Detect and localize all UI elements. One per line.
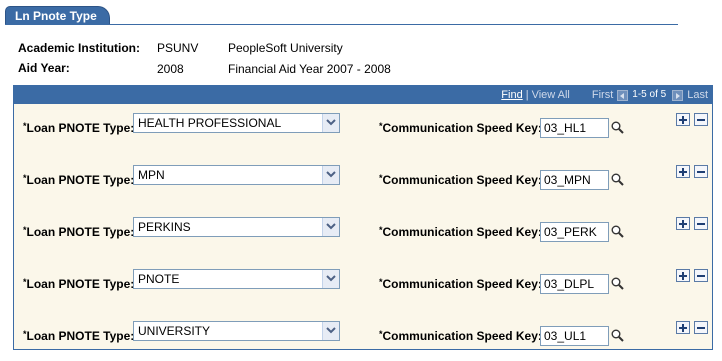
communication-speed-key-label: *Communication Speed Key: bbox=[379, 225, 542, 239]
add-row-button[interactable] bbox=[676, 113, 690, 126]
grid-row: *Loan PNOTE Type: MPN *Communication Spe… bbox=[14, 165, 712, 191]
aid-year-name: Financial Aid Year 2007 - 2008 bbox=[228, 62, 391, 76]
aid-year-label: Aid Year: bbox=[18, 61, 70, 75]
nav-separator: | bbox=[525, 89, 529, 101]
delete-row-button[interactable] bbox=[694, 217, 708, 230]
add-row-button[interactable] bbox=[676, 217, 690, 230]
delete-row-button[interactable] bbox=[694, 269, 708, 282]
loan-pnote-type-label: *Loan PNOTE Type: bbox=[23, 225, 135, 239]
loan-pnote-type-label: *Loan PNOTE Type: bbox=[23, 173, 135, 187]
grid-navigation: Find | View All First 1-5 of 5 Last bbox=[501, 86, 708, 104]
first-label: First bbox=[591, 89, 614, 101]
next-arrow-icon[interactable] bbox=[672, 89, 684, 101]
grid-row: *Loan PNOTE Type: HEALTH PROFESSIONAL *C… bbox=[14, 113, 712, 139]
delete-row-button[interactable] bbox=[694, 165, 708, 178]
loan-pnote-type-label: *Loan PNOTE Type: bbox=[23, 121, 135, 135]
loan-pnote-type-select[interactable]: UNIVERSITY bbox=[133, 321, 340, 341]
aid-year-code: 2008 bbox=[157, 62, 184, 76]
delete-row-button[interactable] bbox=[694, 113, 708, 126]
communication-speed-key-input[interactable]: 03_HL1 bbox=[540, 118, 609, 138]
grid-header: Find | View All First 1-5 of 5 Last bbox=[14, 86, 712, 104]
communication-speed-key-label: *Communication Speed Key: bbox=[379, 329, 542, 343]
tab-underline bbox=[5, 24, 678, 25]
find-link[interactable]: Find bbox=[501, 89, 523, 101]
pnote-type-grid: Find | View All First 1-5 of 5 Last *Loa… bbox=[13, 85, 713, 350]
loan-pnote-type-select[interactable]: MPN bbox=[133, 165, 340, 185]
grid-row: *Loan PNOTE Type: PERKINS *Communication… bbox=[14, 217, 712, 243]
loan-pnote-type-select[interactable]: PERKINS bbox=[133, 217, 340, 237]
academic-institution-code: PSUNV bbox=[157, 41, 199, 55]
communication-speed-key-label: *Communication Speed Key: bbox=[379, 121, 542, 135]
add-row-button[interactable] bbox=[676, 321, 690, 334]
academic-institution-name: PeopleSoft University bbox=[228, 41, 343, 55]
row-count: 1-5 of 5 bbox=[632, 89, 667, 100]
chevron-down-icon[interactable] bbox=[322, 218, 339, 236]
lookup-icon[interactable] bbox=[611, 225, 624, 243]
loan-pnote-type-select[interactable]: PNOTE bbox=[133, 269, 340, 289]
academic-institution-label: Academic Institution: bbox=[18, 41, 141, 55]
chevron-down-icon[interactable] bbox=[322, 166, 339, 184]
lookup-icon[interactable] bbox=[611, 121, 624, 139]
loan-pnote-type-select[interactable]: HEALTH PROFESSIONAL bbox=[133, 113, 340, 133]
grid-row: *Loan PNOTE Type: PNOTE *Communication S… bbox=[14, 269, 712, 295]
grid-row: *Loan PNOTE Type: UNIVERSITY *Communicat… bbox=[14, 321, 712, 347]
add-row-button[interactable] bbox=[676, 269, 690, 282]
chevron-down-icon[interactable] bbox=[322, 114, 339, 132]
lookup-icon[interactable] bbox=[611, 329, 624, 347]
delete-row-button[interactable] bbox=[694, 321, 708, 334]
chevron-down-icon[interactable] bbox=[322, 270, 339, 288]
last-label: Last bbox=[687, 89, 708, 101]
communication-speed-key-label: *Communication Speed Key: bbox=[379, 277, 542, 291]
tab-ln-pnote-type[interactable]: Ln Pnote Type bbox=[5, 6, 110, 25]
lookup-icon[interactable] bbox=[611, 173, 624, 191]
view-all-link[interactable]: View All bbox=[531, 89, 570, 101]
communication-speed-key-input[interactable]: 03_UL1 bbox=[540, 326, 609, 346]
communication-speed-key-label: *Communication Speed Key: bbox=[379, 173, 542, 187]
lookup-icon[interactable] bbox=[611, 277, 624, 295]
communication-speed-key-input[interactable]: 03_MPN bbox=[540, 170, 609, 190]
communication-speed-key-input[interactable]: 03_PERK bbox=[540, 222, 609, 242]
loan-pnote-type-label: *Loan PNOTE Type: bbox=[23, 329, 135, 343]
chevron-down-icon[interactable] bbox=[322, 322, 339, 340]
loan-pnote-type-label: *Loan PNOTE Type: bbox=[23, 277, 135, 291]
communication-speed-key-input[interactable]: 03_DLPL bbox=[540, 274, 609, 294]
add-row-button[interactable] bbox=[676, 165, 690, 178]
previous-arrow-icon[interactable] bbox=[617, 89, 629, 101]
